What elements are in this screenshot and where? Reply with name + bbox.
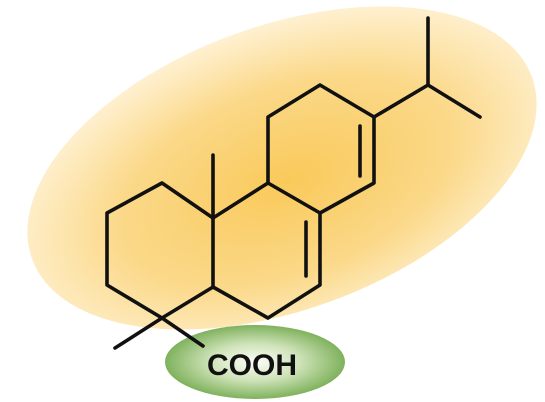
ring-c-bonds: [266, 83, 376, 215]
isopropyl-branch-bond: [426, 83, 482, 119]
c4-methyl-bond: [113, 316, 164, 350]
molecule-skeleton: [105, 16, 482, 350]
cooh-label: COOH: [207, 349, 297, 382]
ring-b-bonds: [211, 181, 322, 320]
hydrophobic-region-ellipse: [27, 6, 537, 330]
hydrophilic-region-ellipse: [165, 325, 345, 399]
c4-carboxyl-bond: [160, 316, 205, 348]
